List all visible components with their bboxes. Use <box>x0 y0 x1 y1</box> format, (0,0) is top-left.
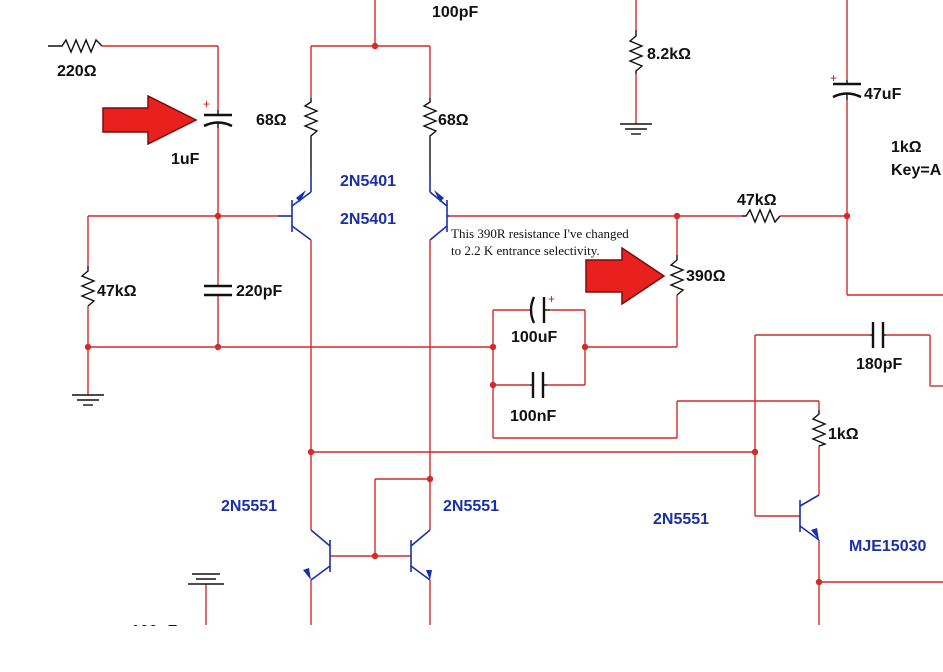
label-q3: 2N5551 <box>221 498 277 515</box>
wires <box>87 0 943 625</box>
resistor-47k-left <box>80 266 96 307</box>
label-r-47k-left: 47kΩ <box>97 283 137 300</box>
transistor-arrows <box>296 190 819 580</box>
resistor-68-left <box>303 98 319 175</box>
resistor-47k-right <box>742 208 781 224</box>
red-arrow-left <box>102 94 198 146</box>
resistor-1k-mid <box>811 410 827 447</box>
label-r-in: 220Ω <box>57 63 97 80</box>
capacitor-wire-stubs <box>217 80 886 386</box>
svg-text:+: + <box>548 292 555 306</box>
label-q5: 2N5551 <box>653 511 709 528</box>
label-r-top-right: 8.2kΩ <box>647 46 691 63</box>
resistor-8k2 <box>628 30 644 74</box>
label-q2: 2N5401 <box>340 211 396 228</box>
junctions <box>84 42 851 586</box>
label-c-47u: 47uF <box>864 86 902 103</box>
label-q1: 2N5401 <box>340 173 396 190</box>
label-q4: 2N5551 <box>443 498 499 515</box>
annotation-line-2: to 2.2 K entrance selectivity. <box>451 243 600 258</box>
svg-text:+: + <box>203 97 210 111</box>
label-c-100u: 100uF <box>511 329 557 346</box>
resistor-220 <box>48 38 103 54</box>
label-q6: MJE15030 <box>849 538 926 555</box>
resistor-390 <box>669 255 685 296</box>
capacitors <box>203 82 885 398</box>
label-c-top: 100pF <box>432 4 478 21</box>
resistor-68-right <box>422 98 438 175</box>
label-c-in: 1uF <box>171 151 200 168</box>
label-r-1k-top: 1kΩ <box>891 139 922 156</box>
label-r-e2: 68Ω <box>438 112 469 129</box>
ground-symbols <box>72 123 652 585</box>
label-c-180p: 180pF <box>856 356 902 373</box>
label-r-47k-right: 47kΩ <box>737 192 777 209</box>
resistors <box>48 30 827 447</box>
label-c-220p: 220pF <box>236 283 282 300</box>
label-r-e1: 68Ω <box>256 112 287 129</box>
label-c-100n: 100nF <box>510 408 556 425</box>
label-key: Key=A <box>891 162 942 179</box>
label-r-1k-mid: 1kΩ <box>828 426 859 443</box>
annotation-line-1: This 390R resistance I've changed <box>451 226 629 241</box>
red-arrow-right <box>585 246 666 306</box>
svg-text:+: + <box>830 71 837 85</box>
label-r-390: 390Ω <box>686 268 726 285</box>
